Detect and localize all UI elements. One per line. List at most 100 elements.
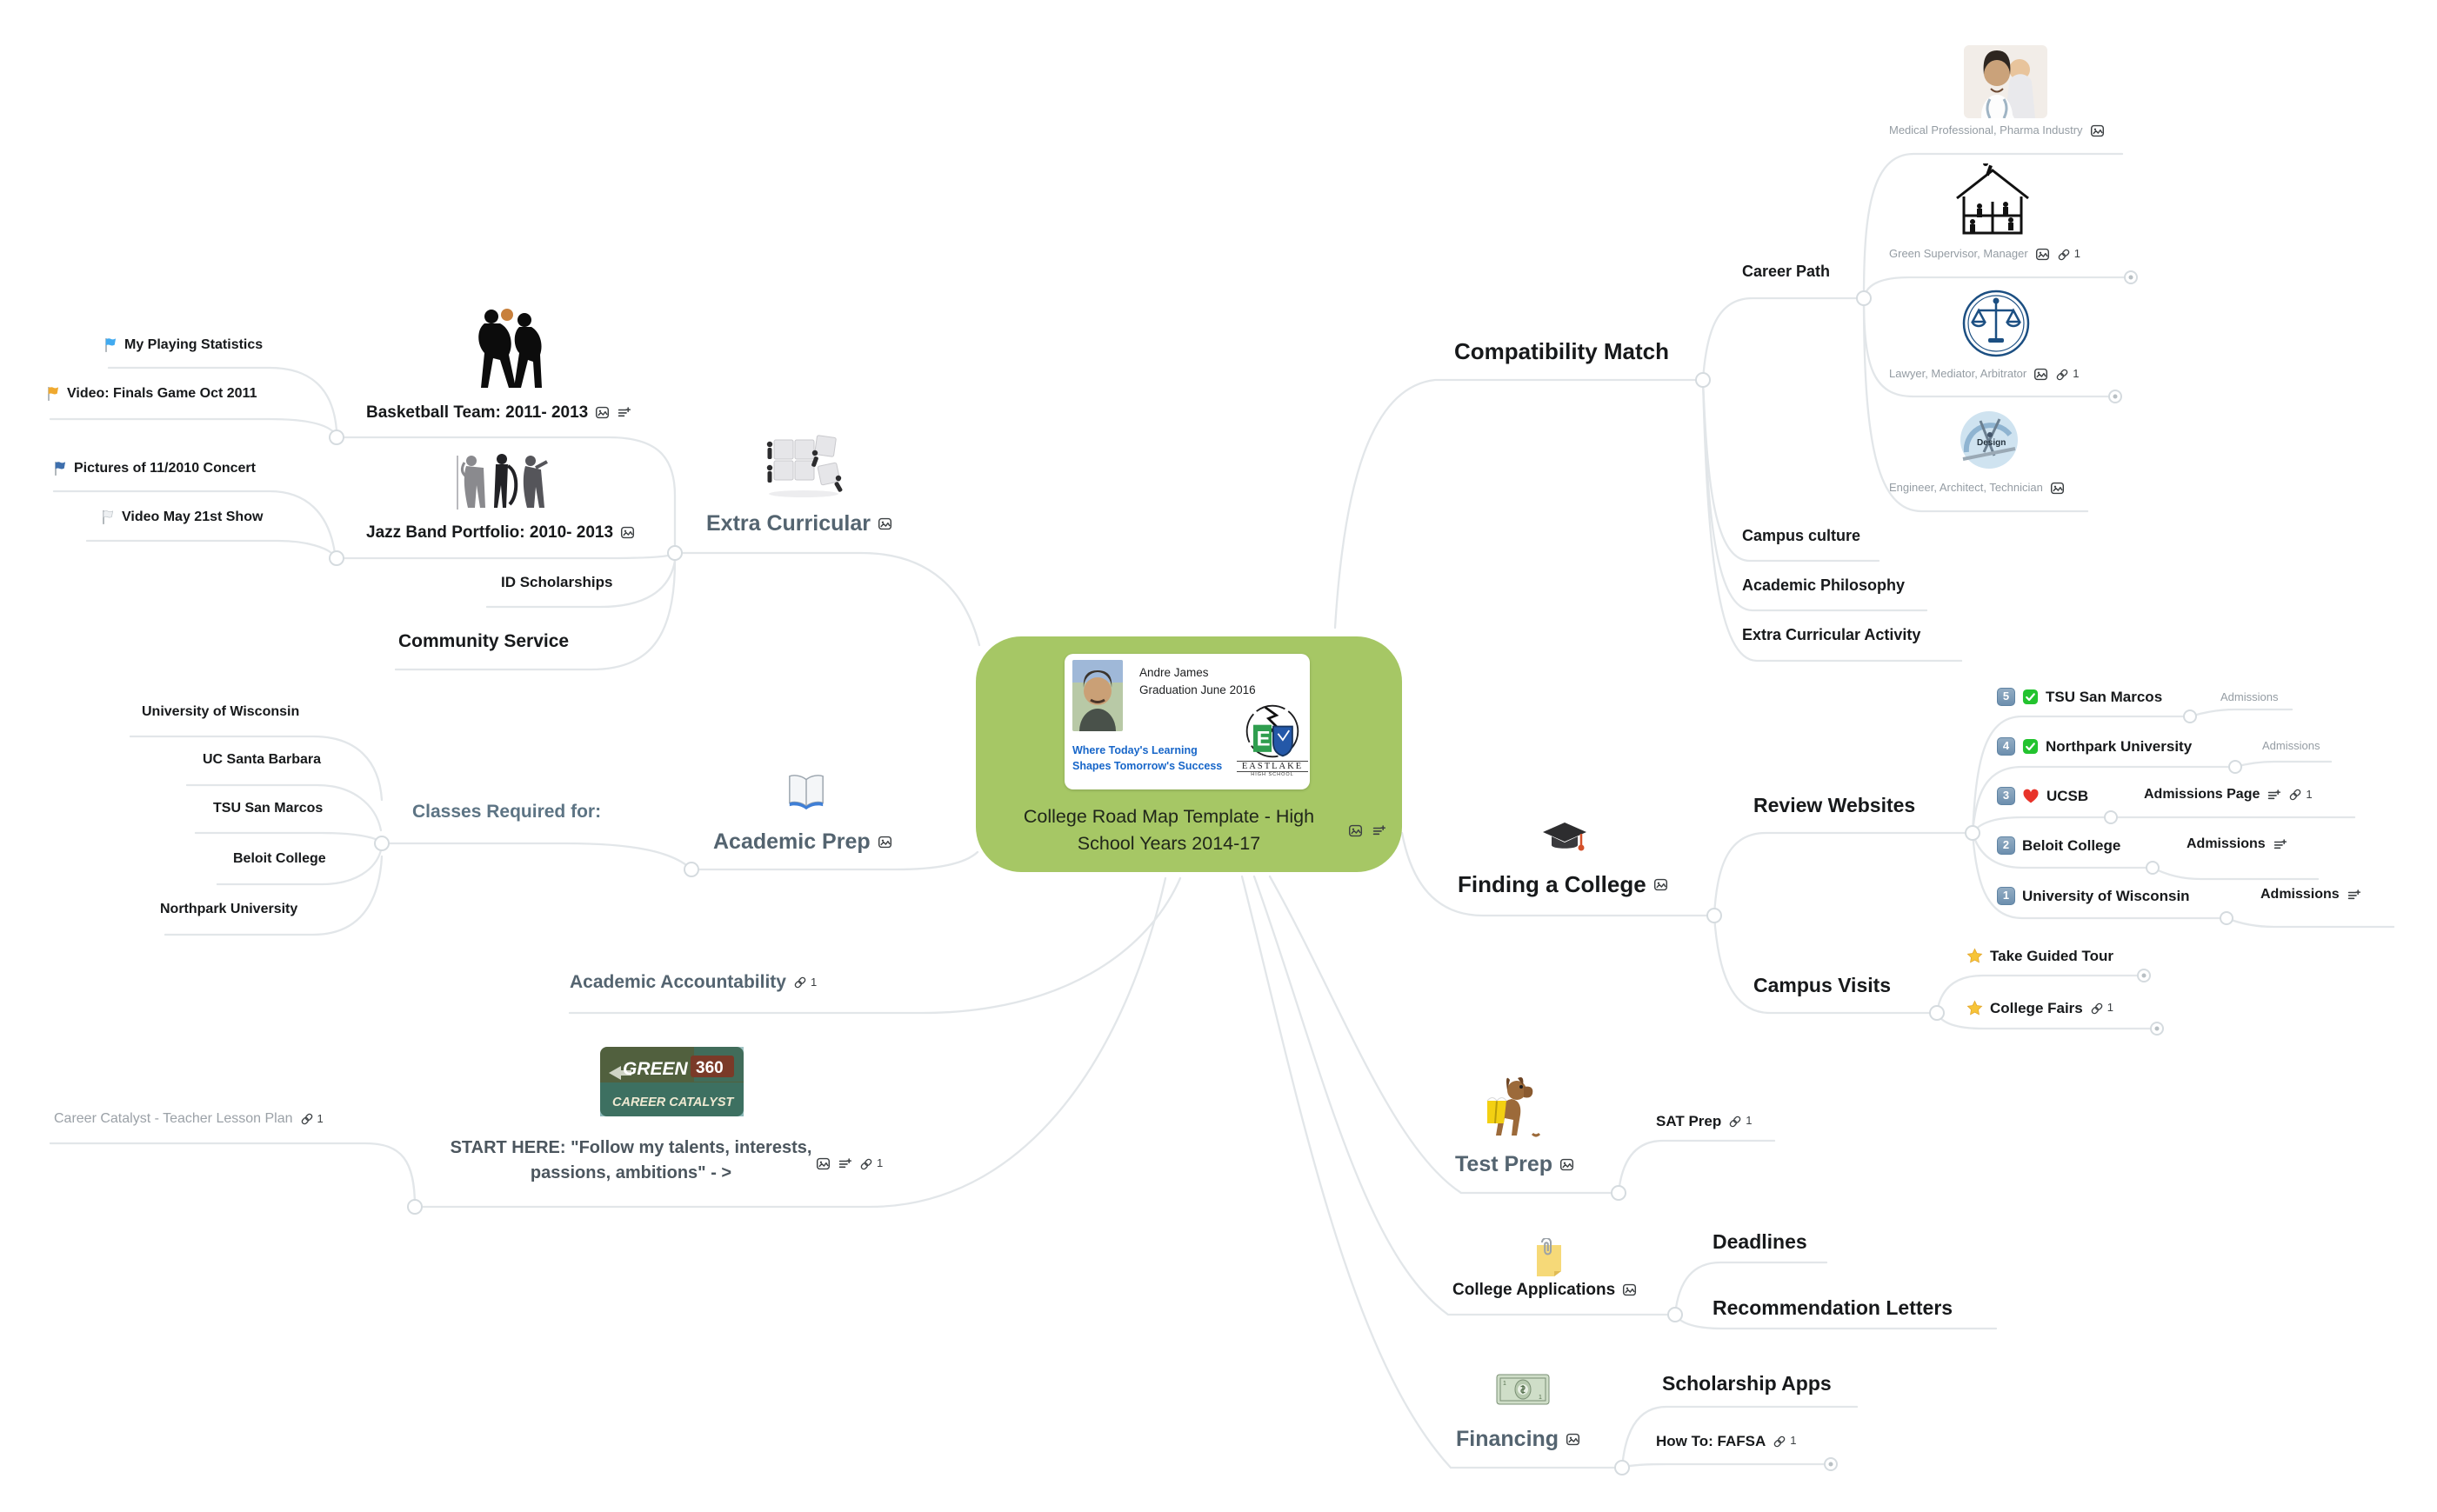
notes-icon[interactable]	[2347, 888, 2361, 903]
notes-icon[interactable]	[617, 405, 631, 420]
link-icon[interactable]	[2090, 1002, 2104, 1016]
node-academic-accountability[interactable]: Academic Accountability 1	[570, 972, 817, 993]
node-tsu-admissions[interactable]: Admissions	[2220, 690, 2278, 704]
node-id-scholarships[interactable]: ID Scholarships	[501, 574, 612, 591]
node-tsu-san-marcos[interactable]: 5 TSU San Marcos	[1997, 688, 2162, 706]
node-label: Campus culture	[1742, 527, 1861, 544]
node-playing-statistics[interactable]: My Playing Statistics	[103, 337, 263, 353]
node-beloit-college-left[interactable]: Beloit College	[233, 851, 326, 867]
note-paperclip-icon[interactable]	[1532, 1237, 1566, 1282]
dog-reading-image[interactable]	[1480, 1076, 1560, 1143]
node-wisconsin-admissions[interactable]: Admissions	[2260, 887, 2361, 903]
image-attachment-icon[interactable]	[1653, 877, 1668, 892]
notes-icon[interactable]	[838, 1156, 852, 1171]
heart-icon	[2022, 788, 2040, 805]
image-attachment-icon[interactable]	[595, 405, 610, 420]
student-photo[interactable]	[1072, 660, 1123, 731]
node-jazz-band[interactable]: Jazz Band Portfolio: 2010- 2013	[366, 523, 635, 543]
node-take-guided-tour[interactable]: Take Guided Tour	[1966, 948, 2113, 965]
node-northpark-university[interactable]: 4 Northpark University	[1997, 737, 2192, 756]
scales-of-justice-image[interactable]	[1958, 288, 2034, 363]
root-title[interactable]: College Road Map Template - High School …	[1023, 806, 1315, 855]
node-finals-video[interactable]: Video: Finals Game Oct 2011	[45, 386, 257, 402]
image-attachment-icon[interactable]	[1622, 1282, 1637, 1297]
notes-icon[interactable]	[2267, 788, 2281, 803]
node-ucsb-admissions-page[interactable]: Admissions Page 1	[2144, 787, 2313, 803]
node-engineer-architect[interactable]: Engineer, Architect, Technician	[1889, 481, 2065, 496]
node-concert-pictures[interactable]: Pictures of 11/2010 Concert	[52, 461, 256, 476]
node-financing[interactable]: Financing	[1456, 1427, 1580, 1452]
medical-professional-photo[interactable]	[1964, 45, 2047, 123]
notes-icon[interactable]	[1372, 823, 1386, 838]
link-icon[interactable]	[2057, 248, 2071, 262]
image-attachment-icon[interactable]	[2090, 123, 2105, 138]
node-may-show-video[interactable]: Video May 21st Show	[100, 510, 263, 525]
root-node[interactable]: Andre James Graduation June 2016 Where T…	[976, 636, 1402, 872]
engineer-design-image[interactable]: Design	[1954, 409, 2024, 476]
image-attachment-icon[interactable]	[1348, 823, 1363, 838]
link-icon[interactable]	[1773, 1435, 1786, 1449]
node-deadlines[interactable]: Deadlines	[1713, 1230, 1807, 1253]
link-icon[interactable]	[300, 1112, 314, 1126]
node-recommendation-letters[interactable]: Recommendation Letters	[1713, 1296, 1953, 1319]
image-attachment-icon[interactable]	[2033, 367, 2048, 382]
node-career-path[interactable]: Career Path	[1742, 263, 1830, 281]
node-classes-required[interactable]: Classes Required for:	[412, 802, 601, 823]
node-beloit-college[interactable]: 2 Beloit College	[1997, 836, 2120, 855]
node-ucsb[interactable]: 3 UCSB	[1997, 787, 2088, 805]
node-basketball-team[interactable]: Basketball Team: 2011- 2013	[366, 403, 631, 423]
image-attachment-icon[interactable]	[878, 516, 892, 531]
link-icon[interactable]	[2055, 368, 2069, 382]
node-lawyer-mediator[interactable]: Lawyer, Mediator, Arbitrator 1	[1889, 367, 2079, 382]
jazz-band-image[interactable]	[456, 450, 548, 517]
node-label: Admissions	[2260, 887, 2340, 902]
node-start-here[interactable]: START HERE: "Follow my talents, interest…	[446, 1136, 816, 1186]
link-count: 1	[2073, 367, 2080, 381]
notes-icon[interactable]	[2273, 837, 2287, 852]
node-medical-professional[interactable]: Medical Professional, Pharma Industry	[1889, 123, 2105, 138]
link-icon[interactable]	[859, 1157, 873, 1171]
node-how-to-fafsa[interactable]: How To: FAFSA 1	[1656, 1433, 1796, 1450]
node-test-prep[interactable]: Test Prep	[1455, 1152, 1574, 1177]
link-icon[interactable]	[2288, 788, 2302, 802]
green-supervisor-image[interactable]	[1945, 161, 2040, 243]
node-tsu-san-marcos-left[interactable]: TSU San Marcos	[213, 801, 323, 816]
image-attachment-icon[interactable]	[2035, 247, 2050, 262]
image-attachment-icon[interactable]	[2050, 481, 2065, 496]
graduation-cap-icon[interactable]	[1541, 819, 1588, 863]
link-icon[interactable]	[1728, 1115, 1742, 1129]
node-academic-philosophy[interactable]: Academic Philosophy	[1742, 576, 1905, 595]
node-campus-visits[interactable]: Campus Visits	[1753, 974, 1891, 996]
node-green-supervisor[interactable]: Green Supervisor, Manager 1	[1889, 247, 2080, 262]
node-career-catalyst-lesson-plan[interactable]: Career Catalyst - Teacher Lesson Plan 1	[54, 1111, 324, 1127]
image-attachment-icon[interactable]	[1559, 1157, 1574, 1172]
basketball-image[interactable]	[458, 304, 554, 399]
node-extra-curricular[interactable]: Extra Curricular	[706, 511, 892, 536]
node-review-websites[interactable]: Review Websites	[1753, 794, 1915, 816]
node-compatibility-match[interactable]: Compatibility Match	[1454, 338, 1669, 365]
node-extra-curricular-activity[interactable]: Extra Curricular Activity	[1742, 626, 1920, 644]
open-book-icon[interactable]	[786, 770, 826, 816]
image-attachment-icon[interactable]	[816, 1156, 831, 1171]
node-finding-a-college[interactable]: Finding a College	[1458, 871, 1668, 898]
image-attachment-icon[interactable]	[620, 525, 635, 540]
image-attachment-icon[interactable]	[1566, 1432, 1580, 1447]
node-northpark-left[interactable]: Northpark University	[160, 902, 297, 917]
node-community-service[interactable]: Community Service	[398, 631, 569, 652]
node-sat-prep[interactable]: SAT Prep 1	[1656, 1113, 1753, 1130]
node-campus-culture[interactable]: Campus culture	[1742, 527, 1860, 545]
puzzle-teamwork-image[interactable]	[760, 433, 851, 503]
node-univ-wisconsin-left[interactable]: University of Wisconsin	[142, 704, 299, 720]
node-uc-santa-barbara[interactable]: UC Santa Barbara	[203, 752, 321, 768]
image-attachment-icon[interactable]	[878, 835, 892, 849]
node-scholarship-apps[interactable]: Scholarship Apps	[1662, 1372, 1832, 1395]
link-icon[interactable]	[793, 976, 807, 989]
node-beloit-admissions[interactable]: Admissions	[2187, 836, 2287, 852]
node-northpark-admissions[interactable]: Admissions	[2262, 739, 2320, 753]
node-university-of-wisconsin[interactable]: 1 University of Wisconsin	[1997, 887, 2190, 905]
node-college-applications[interactable]: College Applications	[1452, 1281, 1637, 1300]
node-academic-prep[interactable]: Academic Prep	[713, 829, 892, 855]
node-college-fairs[interactable]: College Fairs 1	[1966, 1000, 2113, 1017]
